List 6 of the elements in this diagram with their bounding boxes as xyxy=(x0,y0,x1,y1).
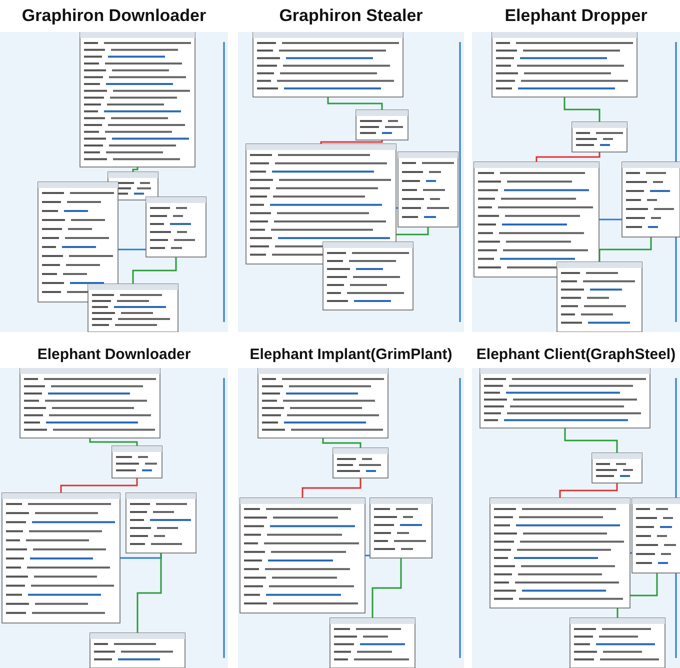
panel-title: Elephant Downloader xyxy=(36,346,192,363)
panel-title: Graphiron Stealer xyxy=(278,6,424,26)
panel-title: Elephant Dropper xyxy=(504,6,648,26)
panel-title: Graphiron Downloader xyxy=(20,6,208,26)
panel-title: Elephant Client(GraphSteel) xyxy=(475,346,677,363)
panel-title: Elephant Implant(GrimPlant) xyxy=(248,346,454,363)
